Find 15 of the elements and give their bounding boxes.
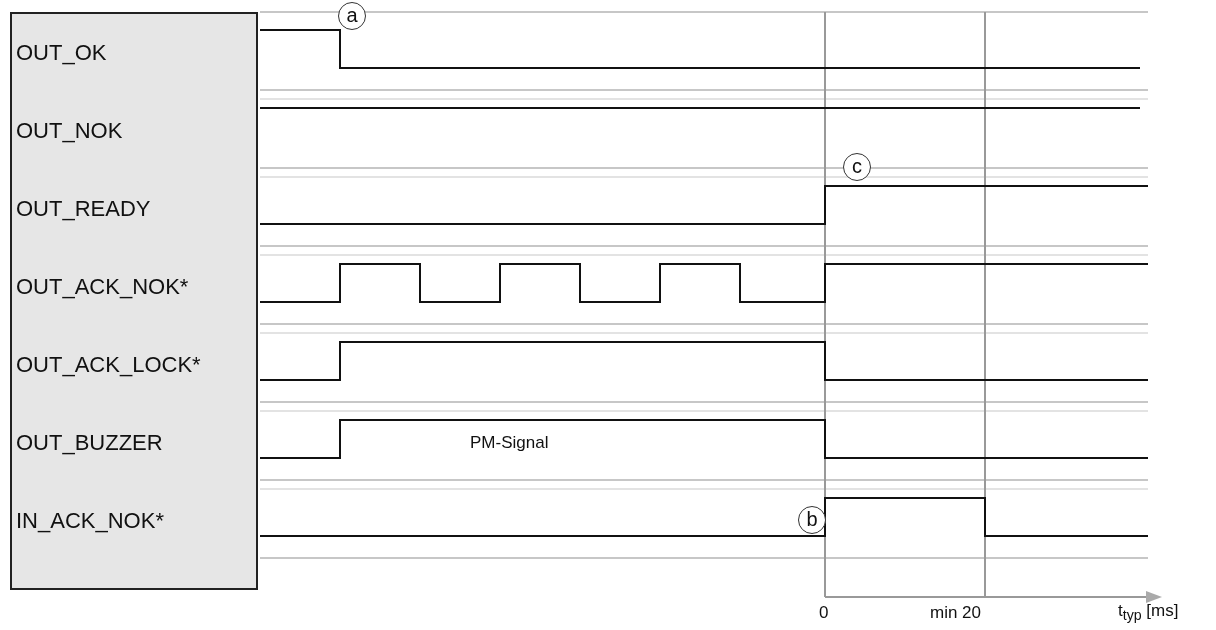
- callout-circle: b: [798, 506, 826, 534]
- signal-name-panel: [10, 12, 258, 590]
- signal-name: OUT_OK: [16, 40, 107, 66]
- signal-name: IN_ACK_NOK*: [16, 508, 164, 534]
- axis-tick-label: 0: [819, 603, 829, 623]
- signal-name: OUT_NOK: [16, 118, 123, 144]
- callout-circle: a: [338, 2, 366, 30]
- signal-name: OUT_BUZZER: [16, 430, 163, 456]
- signal-name: OUT_ACK_NOK*: [16, 274, 189, 300]
- axis-tick-label: min 20: [930, 603, 982, 623]
- axis-label: t$_{typ}$ [ms]: [1118, 601, 1179, 624]
- callout-circle: c: [843, 153, 871, 181]
- signal-note: PM-Signal: [470, 433, 549, 453]
- signal-name: OUT_READY: [16, 196, 151, 222]
- signal-name: OUT_ACK_LOCK*: [16, 352, 201, 378]
